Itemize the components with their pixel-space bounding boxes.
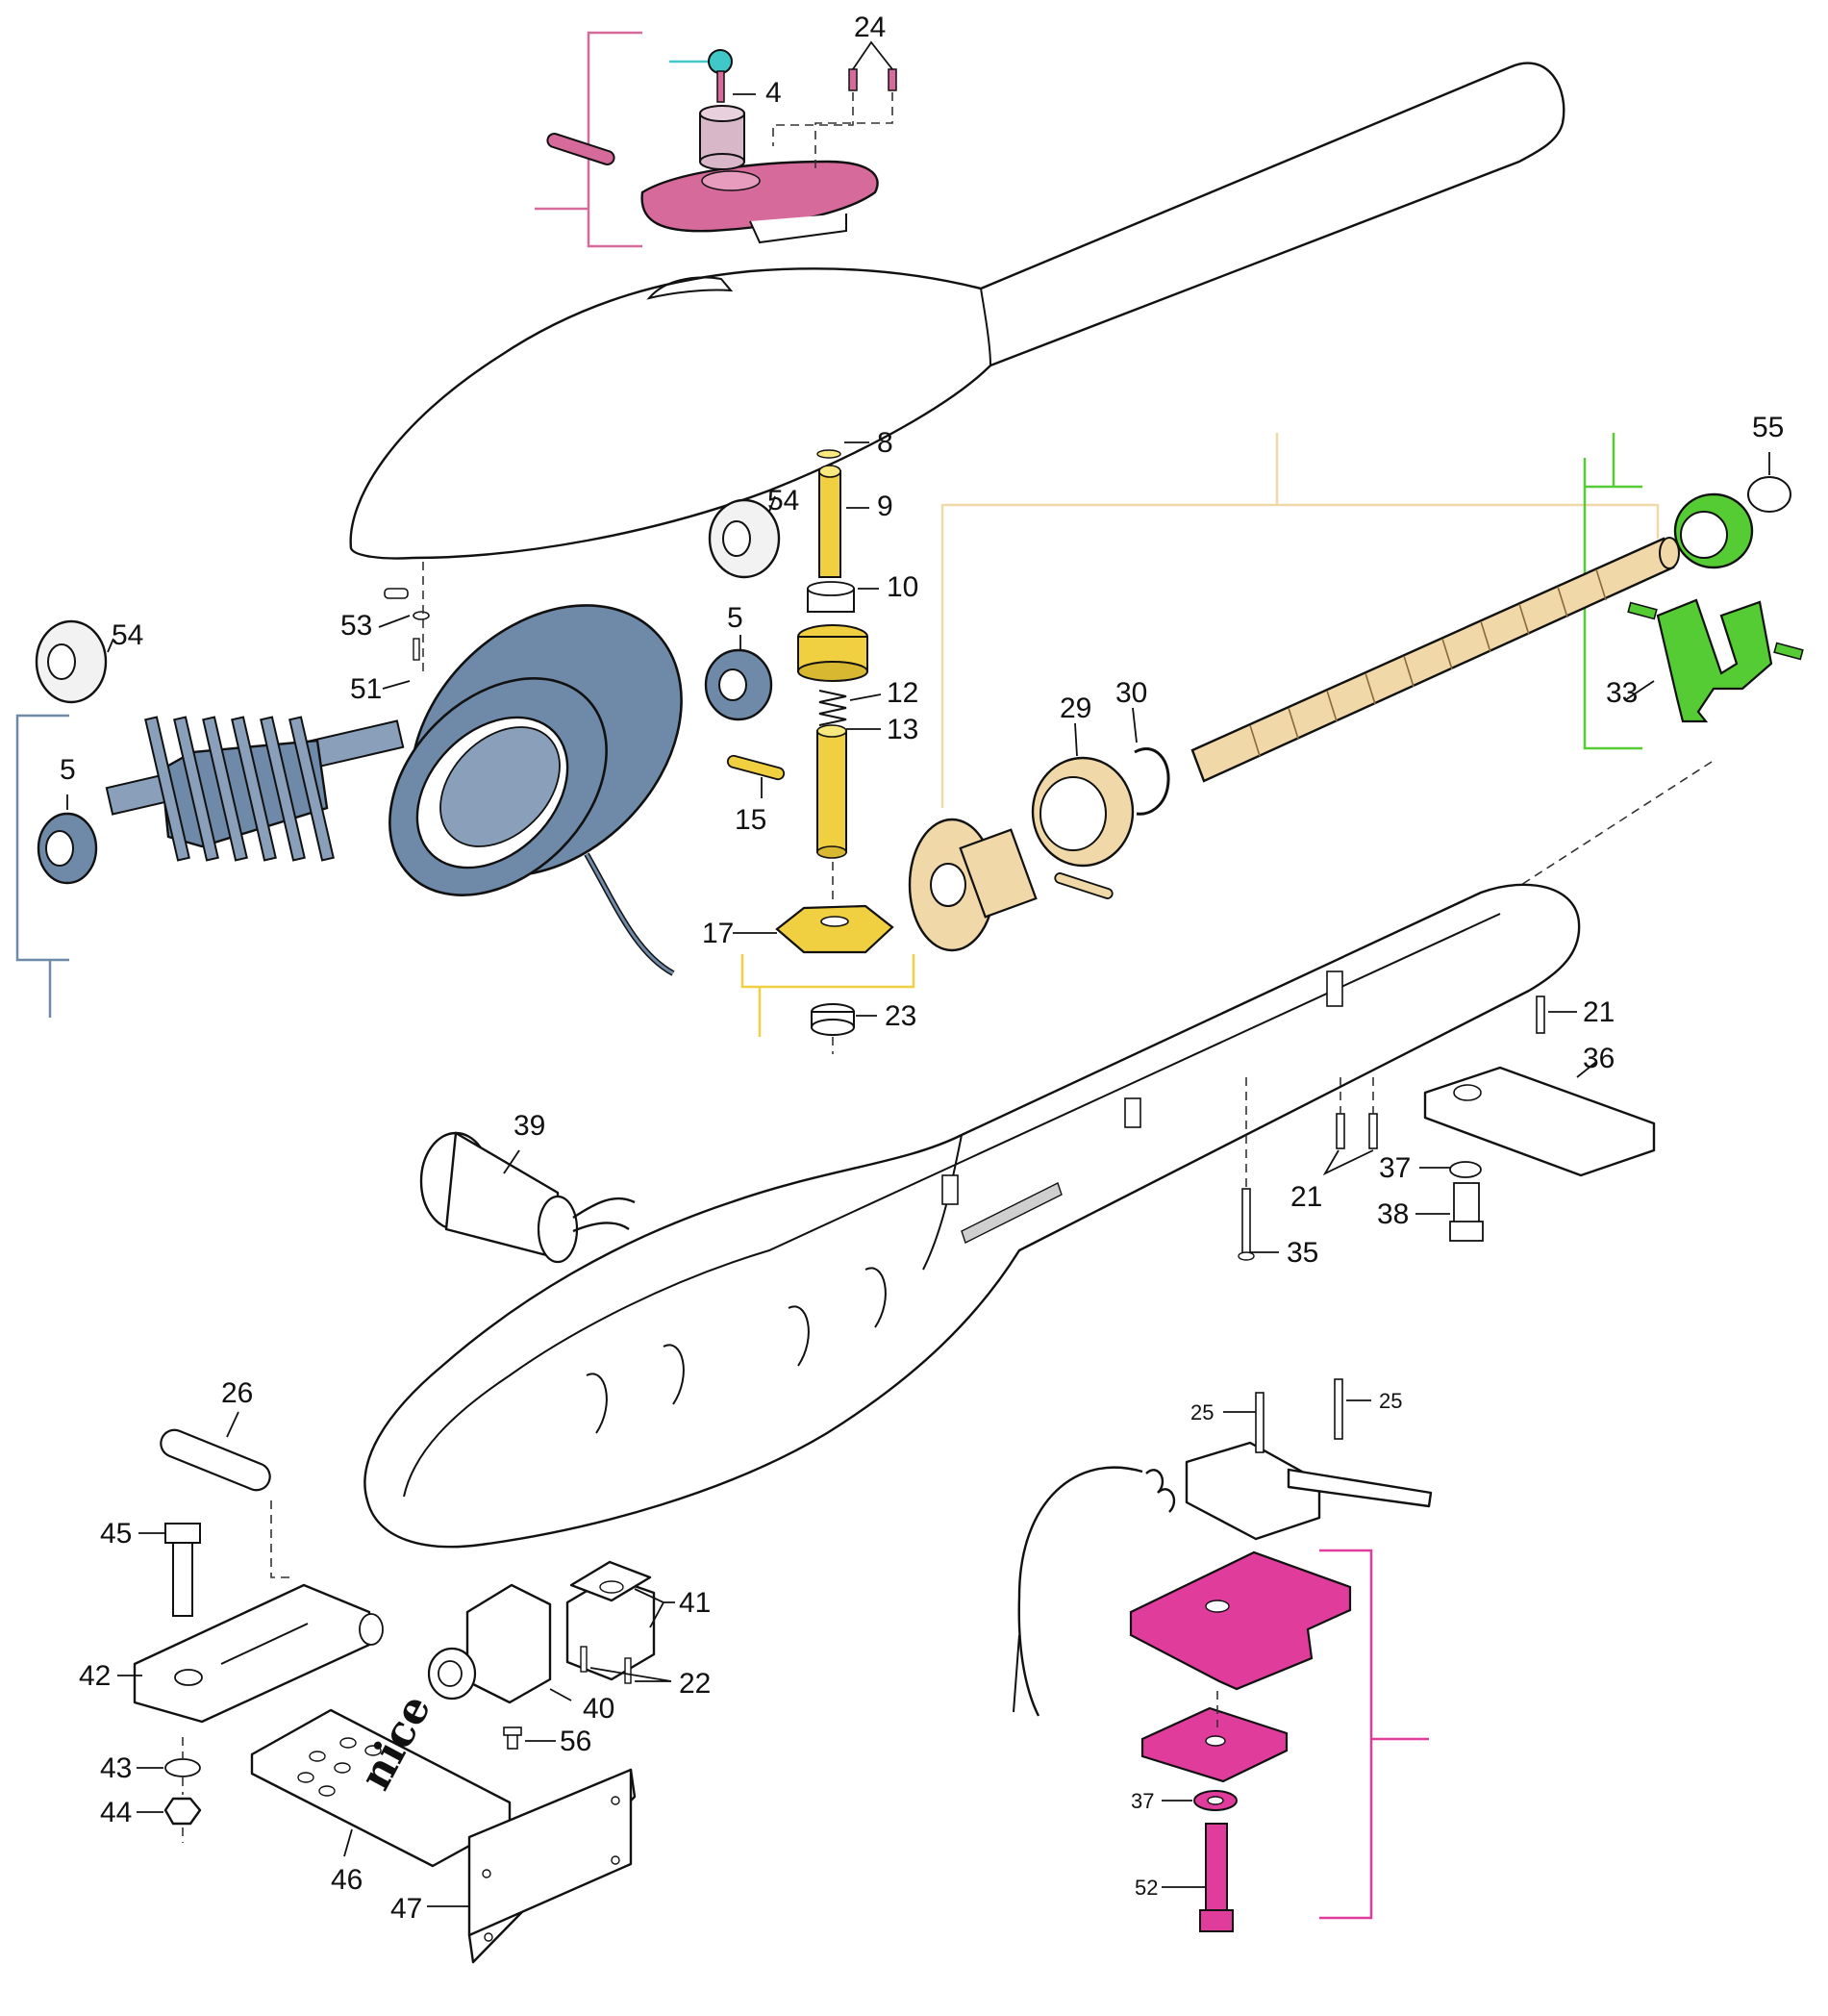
motor-cover: [349, 62, 1565, 560]
label-52: 52: [1135, 1876, 1158, 1900]
label-40: 40: [583, 1693, 614, 1725]
label-45: 45: [100, 1518, 132, 1550]
label-46: 46: [331, 1864, 363, 1896]
label-54-right: 54: [767, 485, 799, 517]
label-33: 33: [1606, 677, 1638, 709]
label-5-right: 5: [727, 602, 743, 634]
label-4: 4: [765, 77, 782, 109]
label-36: 36: [1583, 1043, 1615, 1074]
drive-nut-assembly: [1461, 476, 1804, 924]
label-15: 15: [735, 804, 766, 836]
gear-train: [726, 449, 894, 1054]
label-9: 9: [877, 491, 893, 522]
housing-hardware: [1238, 995, 1656, 1261]
label-29: 29: [1060, 693, 1091, 724]
leader-lines: [66, 40, 1770, 1907]
label-23: 23: [885, 1000, 916, 1032]
label-26: 26: [221, 1377, 253, 1409]
label-22: 22: [679, 1668, 711, 1700]
label-44: 44: [100, 1797, 132, 1828]
label-54-left: 54: [112, 619, 143, 651]
label-25-right: 25: [1379, 1389, 1402, 1413]
capacitor: [419, 1131, 636, 1264]
label-55: 55: [1752, 412, 1784, 443]
label-25-left: 25: [1190, 1400, 1214, 1424]
label-17: 17: [702, 918, 734, 949]
part-labels: 24 4 8 9 10 54 54 5 5 53 51 12 13 15 17 …: [60, 12, 1784, 1925]
label-12: 12: [887, 677, 918, 709]
label-47: 47: [390, 1893, 422, 1925]
label-51: 51: [350, 673, 382, 705]
lock-plate-assembly: [546, 49, 897, 244]
label-5-left: 5: [60, 754, 76, 786]
label-37-lower: 37: [1131, 1789, 1154, 1813]
label-10: 10: [887, 571, 918, 603]
label-41: 41: [679, 1587, 711, 1619]
label-43: 43: [100, 1752, 132, 1784]
label-53: 53: [340, 610, 372, 642]
base-housing: [363, 883, 1581, 1549]
label-39: 39: [513, 1110, 545, 1142]
label-13: 13: [887, 714, 918, 745]
limit-switch-assembly: [1013, 1378, 1433, 1932]
worm-screw-assembly: [908, 537, 1680, 952]
motor-assembly: [35, 498, 781, 976]
label-38: 38: [1377, 1198, 1409, 1230]
connector-assembly: [427, 1560, 656, 1750]
label-8: 8: [877, 427, 893, 459]
label-24: 24: [854, 12, 886, 43]
label-37-upper: 37: [1379, 1152, 1411, 1184]
label-21-center: 21: [1290, 1181, 1322, 1213]
label-35: 35: [1287, 1237, 1318, 1269]
label-56: 56: [560, 1726, 591, 1757]
label-21-right: 21: [1583, 996, 1615, 1028]
label-30: 30: [1115, 677, 1147, 709]
label-42: 42: [79, 1660, 111, 1692]
group-brackets: [15, 31, 1660, 1920]
front-mount-assembly: [133, 1428, 637, 1964]
